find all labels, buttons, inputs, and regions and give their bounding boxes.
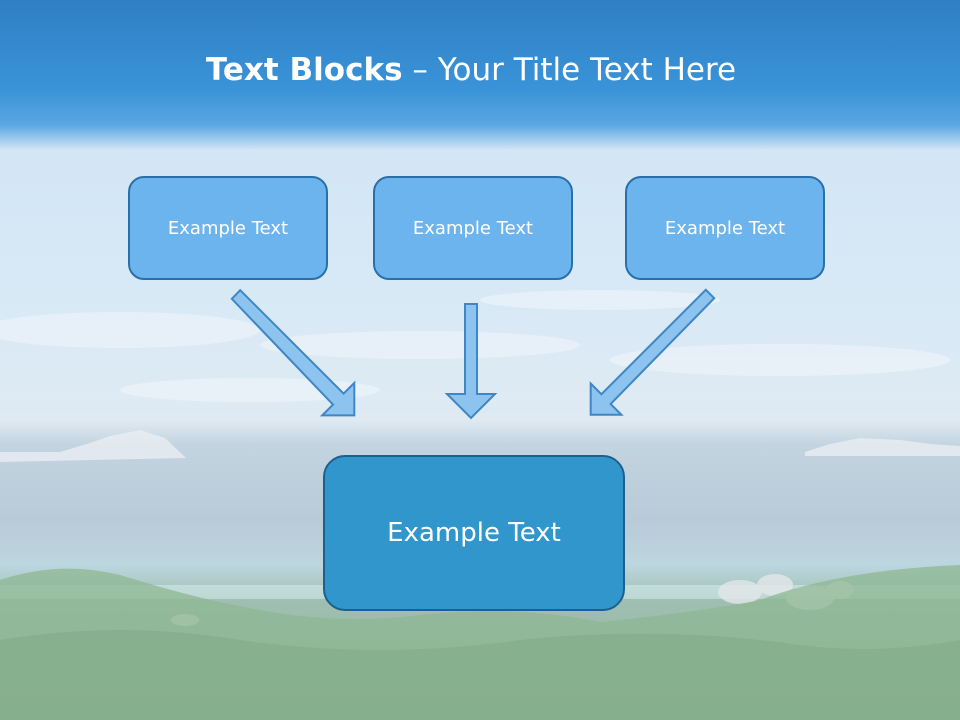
text-block-1-label: Example Text [167,217,289,239]
text-block-3[interactable]: Example Text [625,176,825,280]
title-bold: Text Blocks [205,52,403,88]
text-block-2-label: Example Text [412,217,534,239]
title-dash: – [402,52,438,88]
text-block-2[interactable]: Example Text [373,176,573,280]
island-right [805,438,960,456]
island-left [0,430,186,462]
target-block[interactable]: Example Text [323,455,625,611]
text-block-1[interactable]: Example Text [128,176,328,280]
arrow-center [444,303,498,420]
slide-title: Text Blocks – Your Title Text Here [0,52,942,88]
arrow-left [230,288,356,417]
text-block-3-label: Example Text [664,217,786,239]
hills-front [0,630,960,720]
target-block-label: Example Text [387,518,561,548]
title-rest: Your Title Text Here [437,52,737,88]
clouds [0,290,950,402]
arrow-right [589,288,716,416]
title-bar [0,0,960,150]
